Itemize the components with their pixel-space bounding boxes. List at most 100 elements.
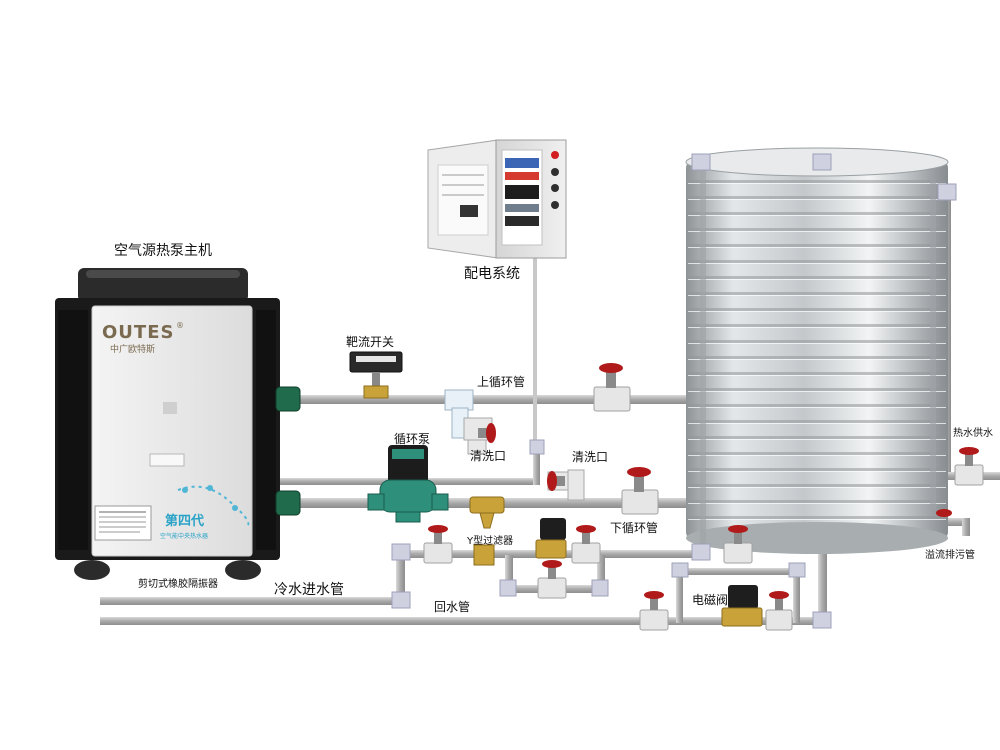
tank-rib — [688, 244, 946, 247]
valve-tank-inlet — [723, 525, 753, 564]
tank-rib — [688, 468, 946, 471]
unit-brand-mark: ® — [176, 321, 184, 330]
label-circ-pump: 循环泵 — [394, 432, 431, 446]
label-y-filter: Y型过滤器 — [467, 536, 514, 547]
tank-rib-highlight — [688, 183, 946, 184]
upper-loop-pipe — [290, 395, 690, 404]
tank-rib — [688, 500, 946, 503]
tank-rib-highlight — [688, 279, 946, 280]
tank-rib — [688, 324, 946, 327]
circulation-pump — [367, 445, 449, 523]
tank-rib-highlight — [688, 311, 946, 312]
label-clean-port-1: 清洗口 — [470, 449, 507, 463]
label-isolator: 剪切式橡胶隔振器 — [138, 579, 218, 590]
valve-bypass — [537, 560, 567, 599]
valve-hot-supply — [954, 447, 984, 486]
label-solenoid: 电磁阀 — [692, 593, 729, 607]
return-pipe — [100, 617, 825, 625]
tank-rib — [688, 308, 946, 311]
tank-rib — [688, 292, 946, 295]
valve-lower-loop — [621, 467, 659, 515]
middle-pipe-riser — [533, 445, 540, 485]
tank-rib — [688, 420, 946, 423]
flow-switch — [349, 351, 403, 399]
tank-rib — [688, 388, 946, 391]
label-overflow: 溢流排污管 — [925, 550, 975, 561]
y-filter — [469, 496, 505, 566]
heat-pump-unit — [55, 268, 301, 580]
tank-rib — [688, 340, 946, 343]
bypass-left — [505, 555, 513, 591]
return-loop-right — [793, 568, 800, 623]
label-lower-loop: 下循环管 — [610, 521, 659, 535]
label-heat-pump: 空气源热泵主机 — [114, 243, 212, 259]
tank-rib — [688, 516, 946, 519]
tank-rib-highlight — [688, 375, 946, 376]
tank-rib-highlight — [688, 343, 946, 344]
valve-clean-port-1 — [478, 423, 496, 443]
tank-rib — [688, 260, 946, 263]
electrical-cabinet — [427, 139, 567, 259]
valve-return — [639, 591, 669, 631]
tank-rib-highlight — [688, 247, 946, 248]
isolator-left — [74, 560, 110, 580]
label-cold-inlet: 冷水进水管 — [274, 582, 344, 598]
fittings — [391, 153, 984, 631]
valve-upper-loop — [593, 363, 631, 412]
valve-overflow — [936, 509, 952, 517]
valve-return-right — [765, 591, 793, 631]
valve-clean-port-2 — [547, 471, 565, 491]
storage-tank — [685, 147, 949, 560]
bypass-right — [597, 555, 605, 591]
cold-inlet-pipe — [100, 597, 400, 605]
label-hot-supply: 热水供水 — [953, 428, 993, 439]
valve-cold-inlet — [423, 525, 453, 564]
tank-rib-highlight — [688, 423, 946, 424]
tank-rib-highlight — [688, 487, 946, 488]
tank-rib-highlight — [688, 455, 946, 456]
overflow-down — [962, 518, 970, 536]
tank-rib-highlight — [688, 359, 946, 360]
tank-rib-highlight — [688, 263, 946, 264]
cold-inlet-riser — [396, 552, 405, 605]
tank-rib — [688, 436, 946, 439]
tank-rib-highlight — [688, 295, 946, 296]
tank-rib — [688, 276, 946, 279]
solenoid-valve-return — [721, 585, 763, 627]
return-loop-left — [676, 568, 683, 623]
tank-rib-highlight — [688, 199, 946, 200]
tank-rib-highlight — [688, 327, 946, 328]
tank-rib — [688, 180, 946, 183]
tank-rib-highlight — [688, 407, 946, 408]
power-cable — [533, 258, 537, 448]
unit-brand: OUTES — [102, 322, 174, 343]
tank-rib-highlight — [688, 503, 946, 504]
tank-rib-highlight — [688, 471, 946, 472]
tank-rib — [688, 228, 946, 231]
tank-rib — [688, 196, 946, 199]
unit-badge: 第四代 — [165, 513, 204, 529]
tank-rib — [688, 404, 946, 407]
unit-badge-sub: 空气能中央热水器 — [160, 532, 208, 540]
isolator-right — [225, 560, 261, 580]
tank-rib-highlight — [688, 519, 946, 520]
label-return-pipe: 回水管 — [434, 600, 471, 614]
tank-rib — [688, 212, 946, 215]
label-clean-port-2: 清洗口 — [572, 450, 609, 464]
unit-sub-brand: 中广欧特斯 — [110, 343, 155, 355]
label-upper-loop: 上循环管 — [477, 375, 526, 389]
overflow-pipe — [935, 518, 970, 526]
label-flow-switch: 靶流开关 — [346, 335, 395, 349]
tank-rib-highlight — [688, 439, 946, 440]
solenoid-valve-upper — [535, 518, 567, 559]
tank-rib-highlight — [688, 391, 946, 392]
tank-ribs — [688, 180, 946, 520]
return-loop-top — [678, 568, 798, 575]
label-power-system: 配电系统 — [464, 266, 520, 282]
tank-rib — [688, 372, 946, 375]
tank-rib-highlight — [688, 215, 946, 216]
tank-rib-highlight — [688, 231, 946, 232]
tank-rib — [688, 356, 946, 359]
valve-bypass-right — [571, 525, 601, 564]
